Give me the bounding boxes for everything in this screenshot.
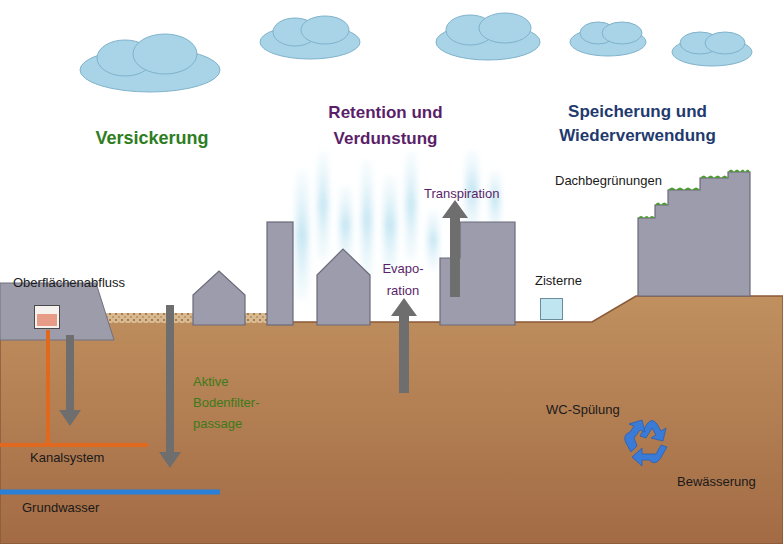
process-label: Aktive Bodenfilter- passage xyxy=(193,371,275,434)
part-label: WC-Spülung xyxy=(546,401,656,419)
recycle-symbol xyxy=(625,420,667,466)
flow-arrows xyxy=(59,200,468,468)
tower xyxy=(267,222,293,325)
up-arrow xyxy=(391,298,417,393)
sewer-line xyxy=(0,443,148,447)
inlet-node: Oberflächenabfluss xyxy=(13,274,143,332)
section-heading: Retention und Verdunstung xyxy=(303,100,468,152)
part-label: Grundwasser xyxy=(22,499,132,517)
node-shape xyxy=(34,305,60,329)
process-label: Transpiration xyxy=(424,185,534,203)
water-fill xyxy=(37,314,57,326)
process-label: Evapo- ration xyxy=(377,258,429,302)
cloud xyxy=(80,34,220,92)
cloud xyxy=(672,32,752,66)
house xyxy=(317,249,370,325)
node-shape xyxy=(540,298,563,320)
drain-pipe xyxy=(46,330,50,445)
road-embankment xyxy=(0,283,114,340)
down-arrow xyxy=(159,305,181,468)
infiltration-trough xyxy=(97,313,272,323)
cloud xyxy=(436,13,540,60)
green-roof-building xyxy=(638,172,750,296)
up-arrow xyxy=(442,200,468,297)
section-heading: Versickerung xyxy=(62,126,242,150)
node-label: Zisterne xyxy=(535,272,582,290)
part-label: Dachbegrünungen xyxy=(555,172,685,190)
cloud xyxy=(260,16,360,59)
part-label: Kanalsystem xyxy=(30,449,140,467)
clouds xyxy=(80,13,752,92)
buildings xyxy=(193,172,750,325)
cloud xyxy=(570,22,646,56)
down-arrow xyxy=(59,335,81,426)
section-heading: Speicherung und Wiederverwendung xyxy=(535,100,740,148)
cistern-node: Zisterne xyxy=(535,272,597,322)
ground xyxy=(0,296,783,544)
part-label: Bewässerung xyxy=(677,473,782,491)
groundwater-line xyxy=(0,490,220,495)
house xyxy=(193,271,245,325)
node-label: Oberflächenabfluss xyxy=(13,274,125,292)
